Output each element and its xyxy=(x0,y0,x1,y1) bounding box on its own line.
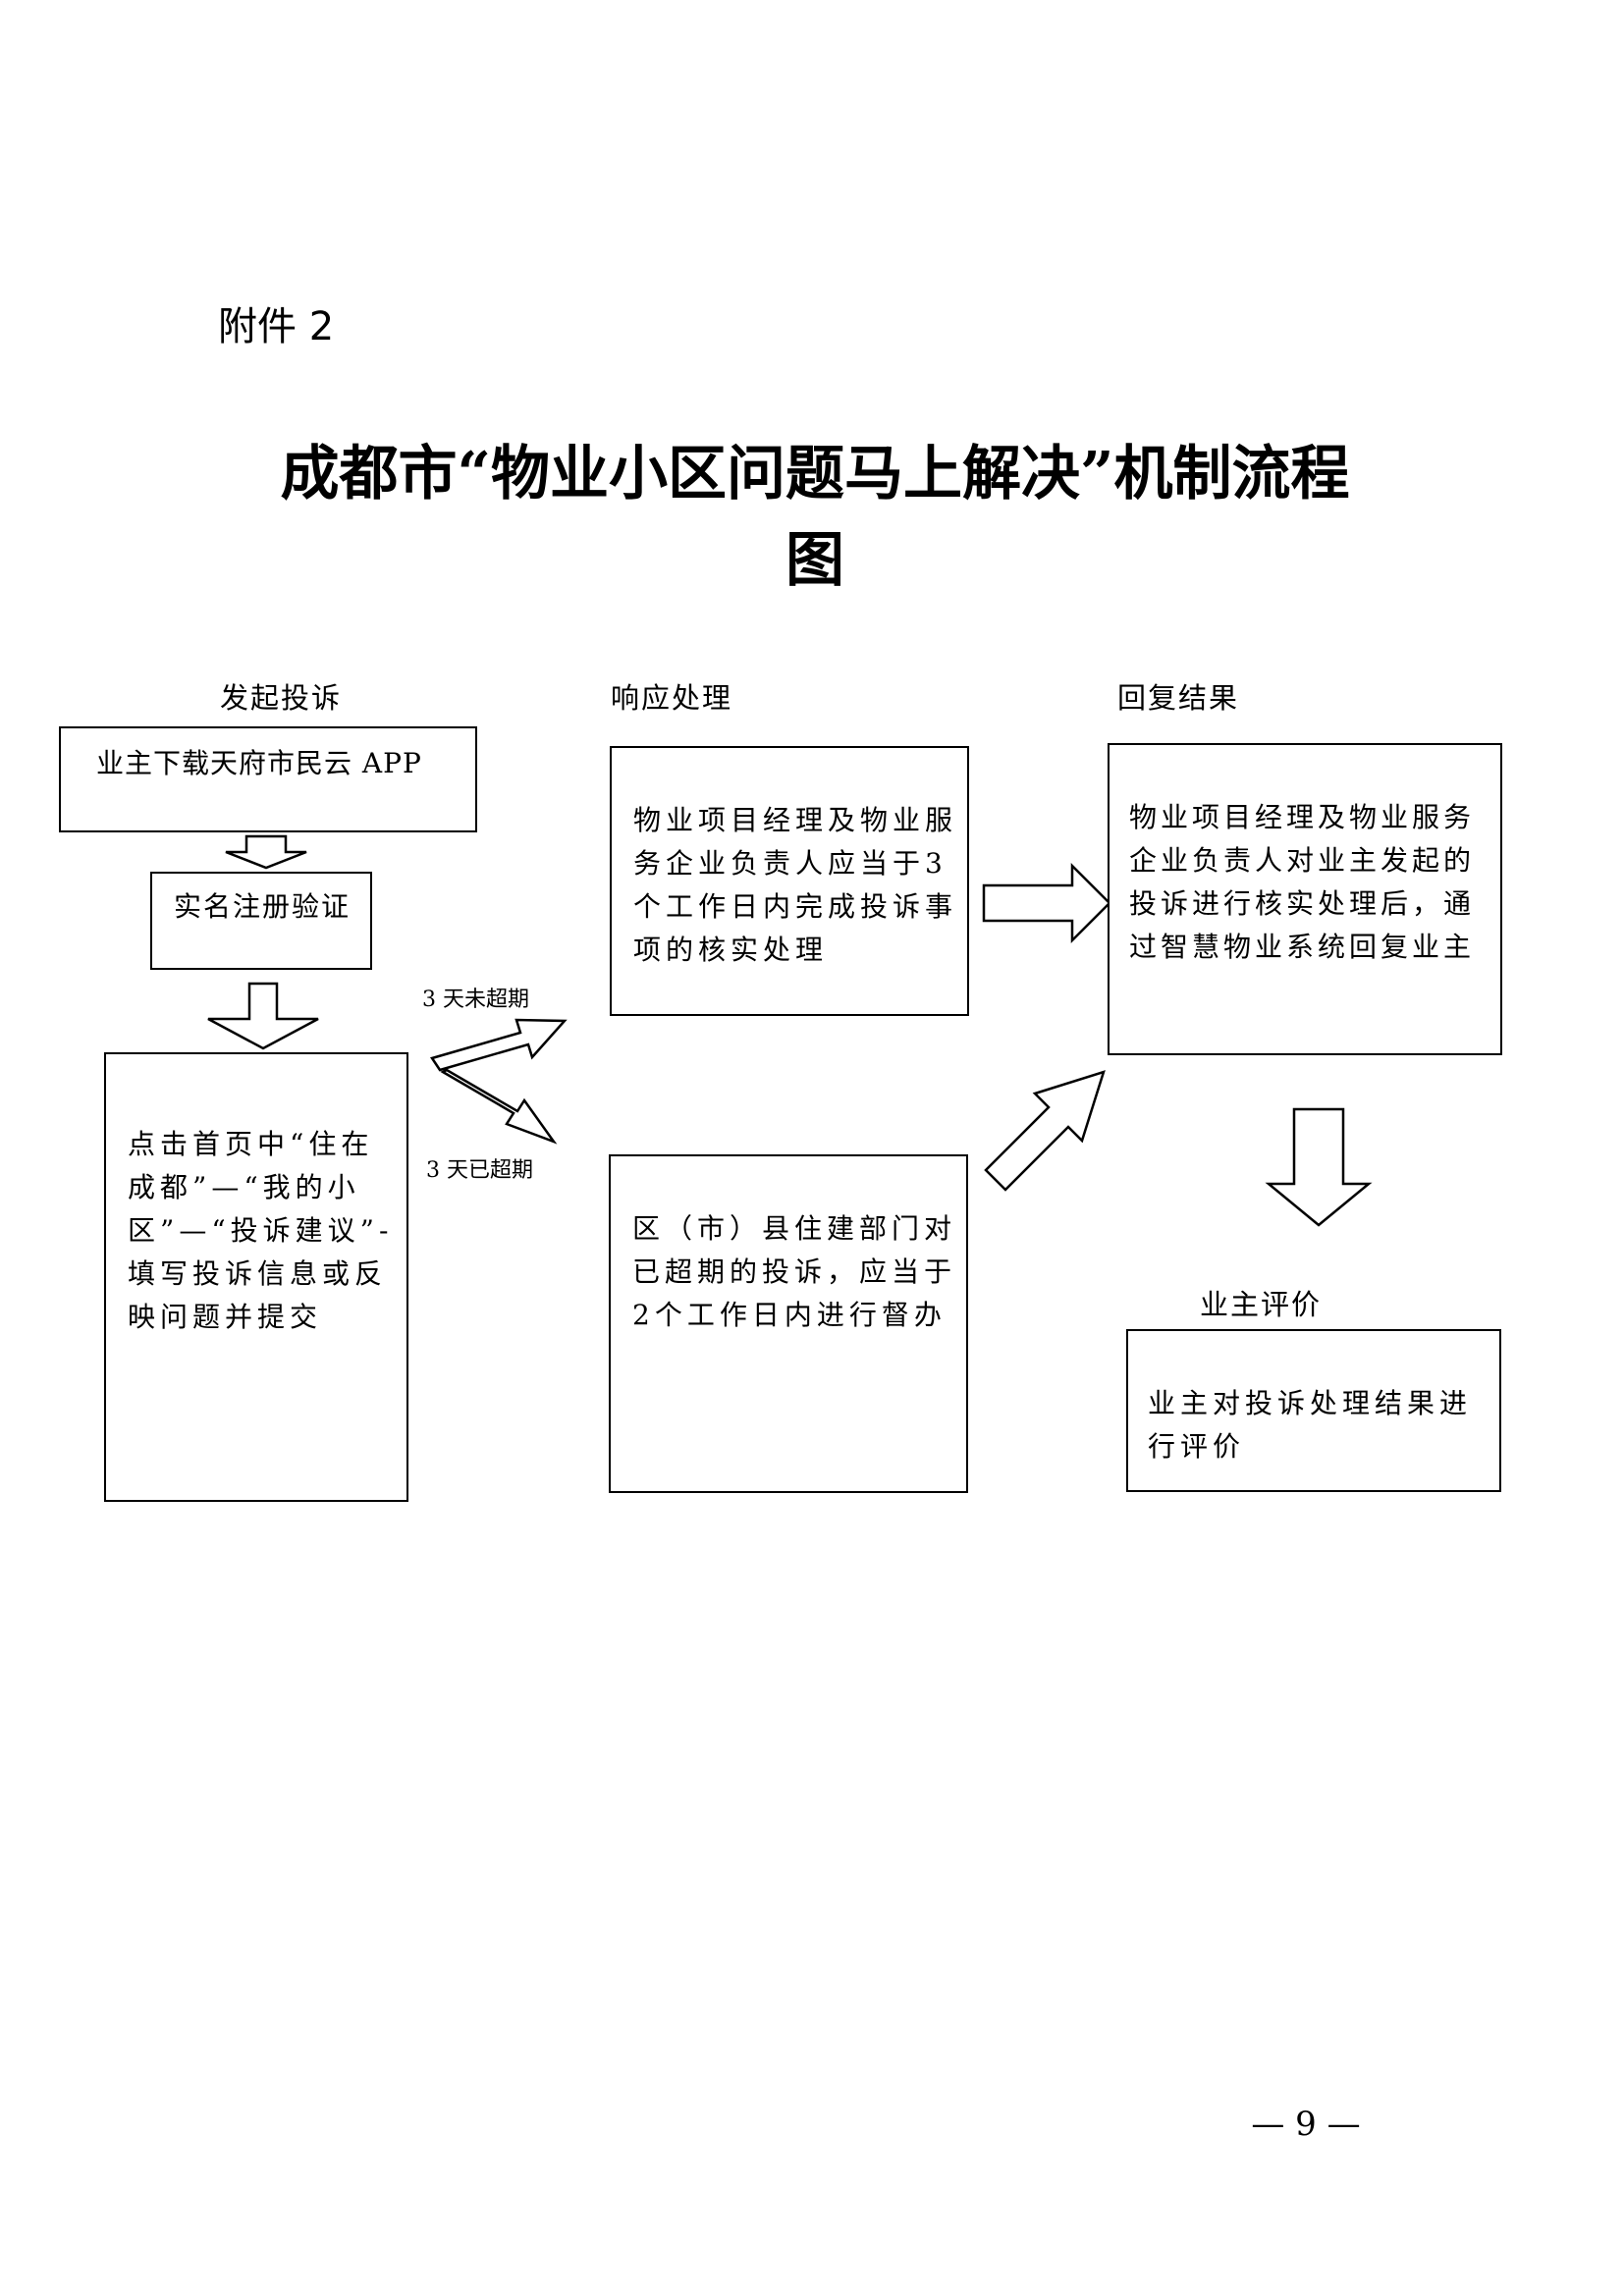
arrow-up-to-reply xyxy=(984,1070,1106,1192)
step-district-supervise: 区（市）县住建部门对已超期的投诉，应当于2个工作日内进行督办 xyxy=(609,1154,968,1493)
page-title: 成都市“物业小区问题马上解决”机制流程 xyxy=(280,440,1350,508)
column-header-initiate: 发起投诉 xyxy=(220,681,343,715)
label-overdue: 3 天已超期 xyxy=(426,1158,533,1183)
step-district-supervise-text: 区（市）县住建部门对已超期的投诉，应当于2个工作日内进行督办 xyxy=(632,1212,957,1331)
arrow-down-to-evaluate xyxy=(1265,1107,1373,1227)
step-reply-owner: 物业项目经理及物业服务企业负责人对业主发起的投诉进行核实处理后，通过智慧物业系统… xyxy=(1108,743,1502,1055)
arrow-down-to-register xyxy=(225,834,307,870)
arrow-branch-overdue xyxy=(440,1068,558,1145)
page-title-continued: 图 xyxy=(785,526,844,595)
arrow-right-to-reply xyxy=(982,862,1111,944)
label-not-overdue: 3 天未超期 xyxy=(422,988,529,1012)
step-manager-handle-text: 物业项目经理及物业服务企业负责人应当于3个工作日内完成投诉事项的核实处理 xyxy=(633,804,958,966)
step-download-app: 业主下载天府市民云 APP xyxy=(59,726,477,832)
column-header-evaluate: 业主评价 xyxy=(1200,1288,1323,1321)
page-number: — 9 — xyxy=(1251,2105,1361,2144)
step-register: 实名注册验证 xyxy=(150,872,372,970)
step-owner-evaluate: 业主对投诉处理结果进行评价 xyxy=(1126,1329,1501,1492)
step-download-app-text: 业主下载天府市民云 APP xyxy=(96,747,422,779)
attachment-label: 附件 2 xyxy=(218,304,335,349)
step-reply-owner-text: 物业项目经理及物业服务企业负责人对业主发起的投诉进行核实处理后，通过智慧物业系统… xyxy=(1129,801,1476,963)
step-submit-complaint: 点击首页中“住在成都”—“我的小区”—“投诉建议”-填写投诉信息或反映问题并提交 xyxy=(104,1052,408,1502)
arrow-branch-not-overdue xyxy=(430,1018,568,1072)
step-manager-handle: 物业项目经理及物业服务企业负责人应当于3个工作日内完成投诉事项的核实处理 xyxy=(610,746,969,1016)
arrow-down-to-submit xyxy=(207,982,319,1050)
step-owner-evaluate-text: 业主对投诉处理结果进行评价 xyxy=(1148,1387,1473,1463)
step-submit-complaint-text: 点击首页中“住在成都”—“我的小区”—“投诉建议”-填写投诉信息或反映问题并提交 xyxy=(128,1128,394,1333)
column-header-reply: 回复结果 xyxy=(1117,681,1240,715)
step-register-text: 实名注册验证 xyxy=(174,890,352,923)
column-header-respond: 响应处理 xyxy=(611,681,733,715)
